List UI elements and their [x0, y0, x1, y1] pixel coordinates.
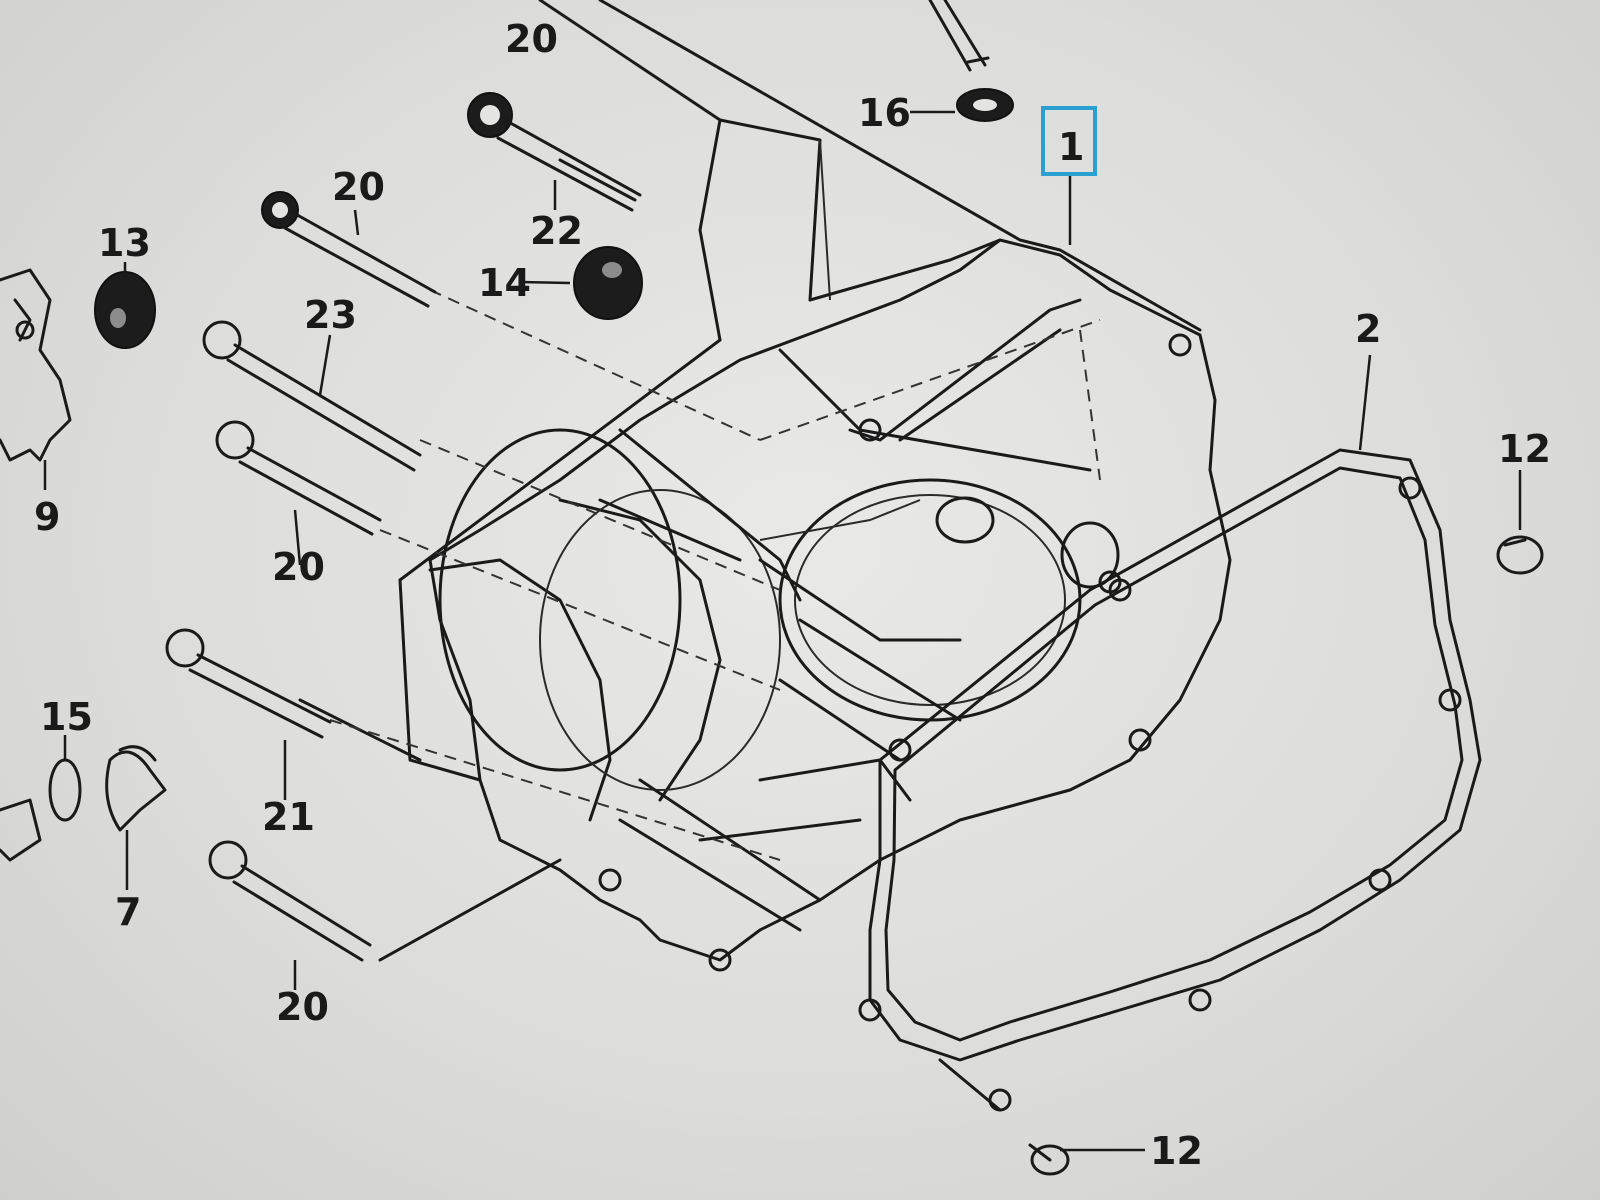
callout-12-right[interactable]: 12: [1498, 427, 1551, 471]
callout-20-top[interactable]: 20: [505, 17, 558, 61]
callout-2[interactable]: 2: [1355, 307, 1381, 351]
callout-15[interactable]: 15: [40, 695, 93, 739]
bolt-20-upper: [261, 191, 437, 308]
plug-12-bottom: [1028, 1143, 1070, 1176]
callout-20-lower[interactable]: 20: [276, 985, 329, 1029]
callout-20-middle[interactable]: 20: [272, 545, 325, 589]
callout-13[interactable]: 13: [98, 221, 151, 265]
dowel-and-seal: [0, 745, 167, 862]
callout-7[interactable]: 7: [115, 890, 141, 934]
assembly-axis-lines: [329, 289, 1101, 861]
bolt-21: [165, 628, 332, 739]
callout-20-upper[interactable]: 20: [332, 165, 385, 209]
leader-lines: [43, 110, 1522, 1152]
bolt-20-lower: [208, 840, 372, 962]
callout-12-bottom[interactable]: 12: [1150, 1129, 1203, 1173]
callout-labels: 1 2 12 12 16 20 22 20 13 14 23 9 20 15 2…: [34, 17, 1551, 1173]
part-1-highlight-box: [1041, 106, 1097, 176]
crankcase-cover: [428, 238, 1232, 972]
callout-9[interactable]: 9: [34, 495, 60, 539]
callout-14[interactable]: 14: [478, 261, 531, 305]
cap-14: [573, 246, 643, 320]
bolt-22: [467, 92, 642, 212]
callout-22[interactable]: 22: [530, 209, 583, 253]
washer-16: [956, 88, 1014, 122]
cap-13: [94, 271, 156, 349]
leaf-bracket: [0, 268, 72, 462]
callout-1[interactable]: 1: [1058, 125, 1084, 169]
engine-housing: [298, 0, 1202, 962]
callout-23[interactable]: 23: [304, 293, 357, 337]
cover-gasket: [858, 448, 1482, 1112]
plug-12-right: [1496, 535, 1544, 575]
bolt-23: [202, 320, 422, 472]
bolt-20-top: [928, 0, 990, 72]
callout-16[interactable]: 16: [858, 91, 911, 135]
bolt-20-middle: [215, 420, 382, 536]
callout-21[interactable]: 21: [262, 795, 315, 839]
